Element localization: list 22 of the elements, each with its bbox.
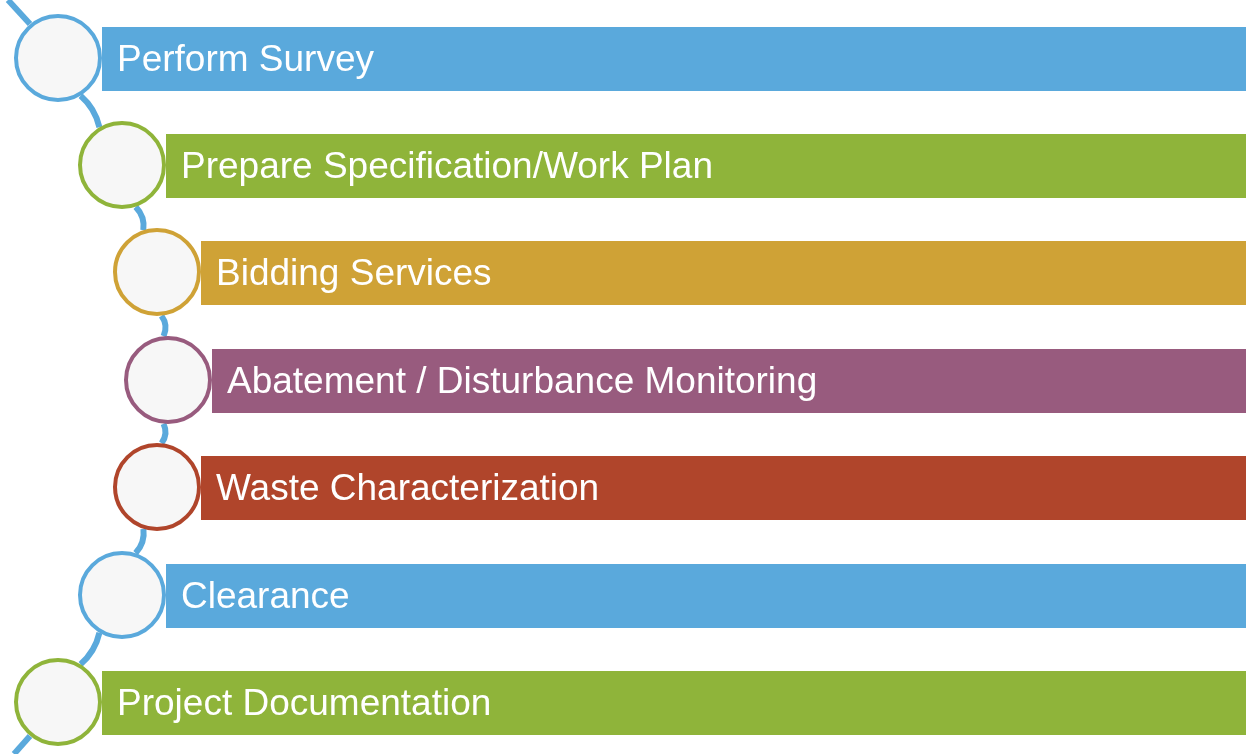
step-bar xyxy=(201,241,1246,305)
step-label: Prepare Specification/Work Plan xyxy=(181,144,713,188)
step-label: Perform Survey xyxy=(117,37,374,81)
step-label: Bidding Services xyxy=(216,251,492,295)
step-bar xyxy=(102,27,1246,91)
arc-line xyxy=(133,528,147,556)
step-label: Abatement / Disturbance Monitoring xyxy=(227,359,818,403)
step-bar xyxy=(212,349,1246,413)
step-circle xyxy=(14,14,102,102)
arc-line xyxy=(158,314,169,338)
arc-line xyxy=(159,422,169,445)
step-label: Waste Characterization xyxy=(216,466,600,510)
arc-line xyxy=(78,632,103,667)
step-circle xyxy=(14,658,102,746)
step-label: Project Documentation xyxy=(117,681,492,725)
step-bar xyxy=(201,456,1246,520)
step-bar xyxy=(166,564,1246,628)
arc-line xyxy=(133,204,147,231)
step-label: Clearance xyxy=(181,574,350,618)
step-bar xyxy=(166,134,1246,198)
arc-line xyxy=(78,93,103,128)
step-bar xyxy=(102,671,1246,735)
